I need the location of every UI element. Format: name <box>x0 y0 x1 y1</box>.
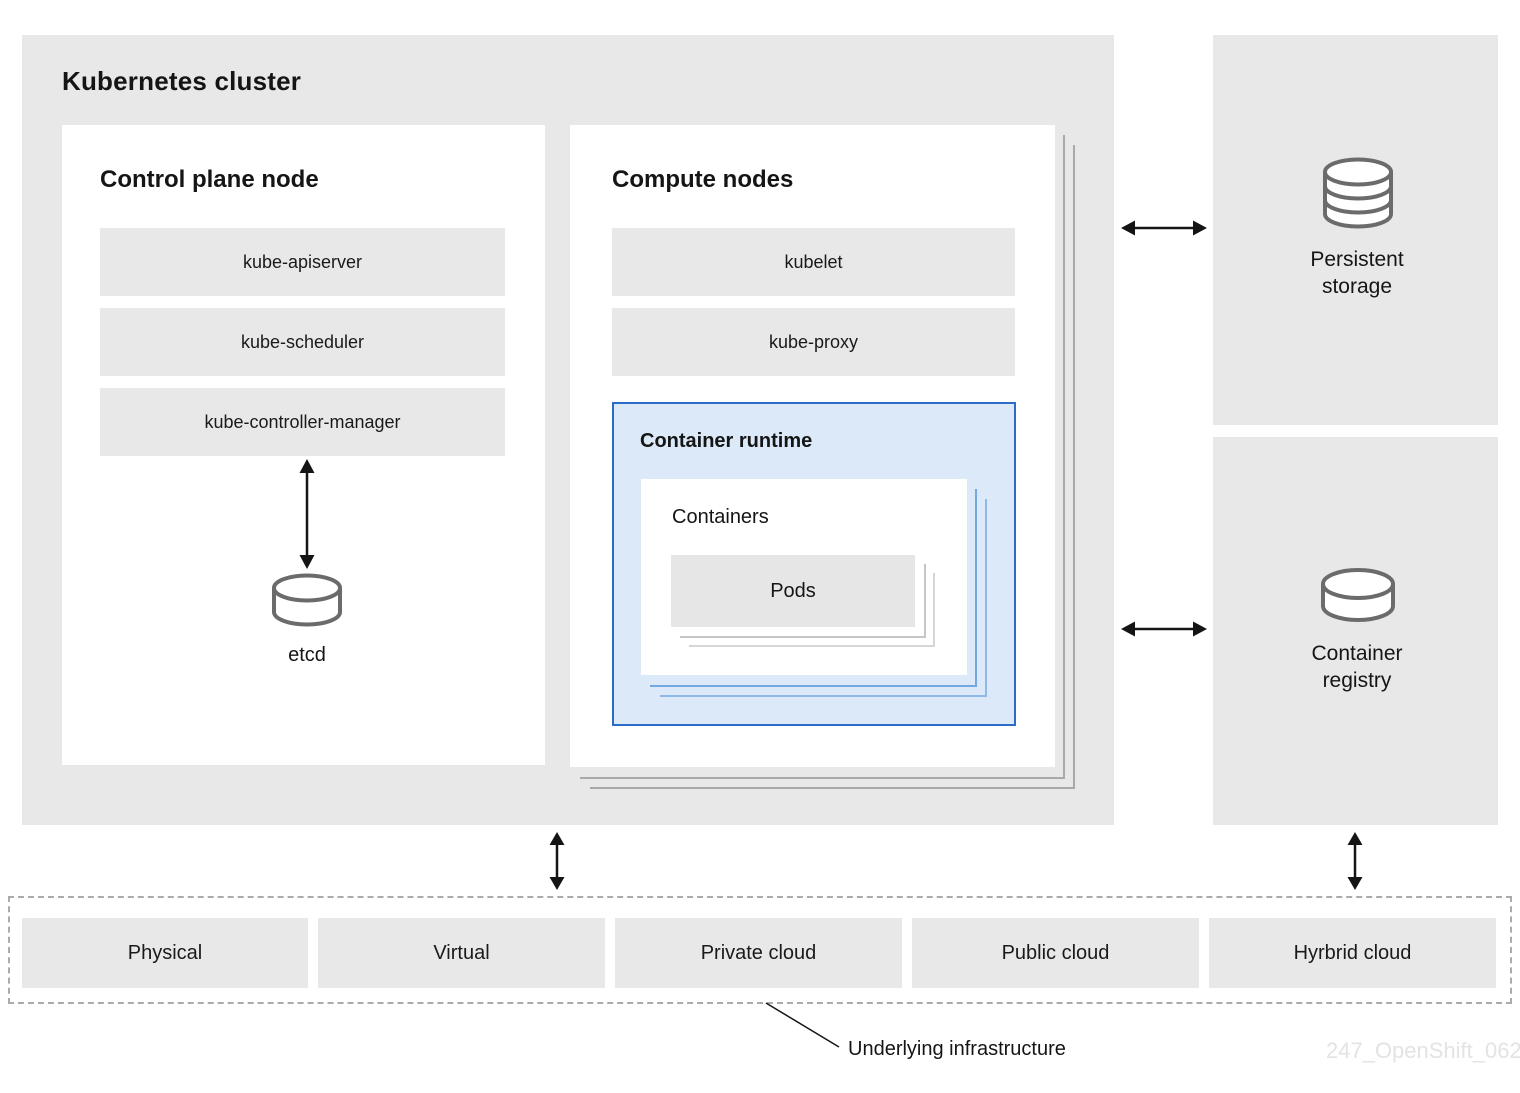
component-kube-proxy: kube-proxy <box>612 308 1015 376</box>
containers-label: Containers <box>672 506 769 528</box>
etcd-database-icon <box>272 573 342 627</box>
double-arrow-cluster-infra-icon <box>549 832 565 890</box>
etcd-label: etcd <box>288 644 326 666</box>
control-plane-title: Control plane node <box>100 166 319 193</box>
infra-private-cloud: Private cloud <box>615 918 902 988</box>
infrastructure-caption: Underlying infrastructure <box>848 1038 1066 1060</box>
component-kube-apiserver: kube-apiserver <box>100 228 505 296</box>
pods-stack-layer-2 <box>689 573 935 647</box>
double-arrow-registry-infra-icon <box>1347 832 1363 890</box>
compute-nodes-title: Compute nodes <box>612 166 794 193</box>
infra-virtual: Virtual <box>318 918 605 988</box>
container-runtime-title: Container runtime <box>640 430 813 452</box>
container-registry-label: Container registry <box>1311 642 1403 693</box>
containers-stack-layer-2 <box>660 499 987 697</box>
kubernetes-cluster-title: Kubernetes cluster <box>62 66 302 96</box>
containers-stack-layer-1 <box>650 489 977 687</box>
container-registry-disk-icon <box>1321 568 1395 622</box>
double-arrow-storage-icon <box>1121 220 1207 236</box>
persistent-storage-box <box>1213 35 1498 425</box>
pods-box: Pods <box>671 555 915 627</box>
watermark-text: 247_OpenShift_0622 <box>1326 1038 1520 1063</box>
caption-pointer-line <box>765 1002 840 1048</box>
infra-hybrid-cloud: Hyrbrid cloud <box>1209 918 1496 988</box>
container-registry-box <box>1213 437 1498 825</box>
infra-public-cloud: Public cloud <box>912 918 1199 988</box>
persistent-storage-label: Persistent storage <box>1310 248 1404 299</box>
persistent-storage-database-icon <box>1323 157 1393 229</box>
component-kubelet: kubelet <box>612 228 1015 296</box>
component-kube-controller-manager: kube-controller-manager <box>100 388 505 456</box>
double-arrow-registry-icon <box>1121 621 1207 637</box>
component-kube-scheduler: kube-scheduler <box>100 308 505 376</box>
double-arrow-vertical-etcd-icon <box>299 459 315 569</box>
infra-physical: Physical <box>22 918 308 988</box>
compute-nodes-stack-layer-1 <box>580 135 1065 779</box>
pods-stack-layer-1 <box>680 564 926 638</box>
compute-nodes-stack-layer-2 <box>590 145 1075 789</box>
